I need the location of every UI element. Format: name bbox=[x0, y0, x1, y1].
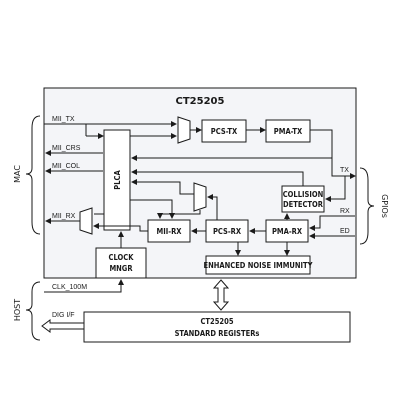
enhanced-noise-immunity-label: ENHANCED NOISE IMMUNITY bbox=[203, 261, 312, 270]
gpios-bracket bbox=[359, 167, 375, 245]
clock-mngr-block bbox=[95, 247, 147, 279]
chip-title: CT25205 bbox=[176, 96, 225, 107]
rx-demux-shape bbox=[193, 182, 207, 212]
dig-if-bus bbox=[41, 319, 85, 333]
collision-detector-label-1: COLLISION bbox=[283, 190, 324, 199]
mac-label: MAC bbox=[13, 165, 22, 183]
clk-100m-label: CLK_100M bbox=[52, 284, 87, 291]
ed-label: ED bbox=[340, 228, 350, 235]
demux-to-miirx bbox=[157, 210, 201, 219]
tx-to-collision bbox=[325, 176, 346, 202]
standard-registers-label-1: CT25205 bbox=[200, 317, 233, 326]
standard-registers-block bbox=[83, 311, 351, 343]
pcs-tx-label: PCS-TX bbox=[211, 127, 238, 136]
clk-100m-line bbox=[44, 279, 124, 293]
pma-tx-block bbox=[265, 119, 311, 143]
enhanced-noise-immunity-block bbox=[205, 255, 311, 275]
gpios-label: GPIOs bbox=[380, 194, 389, 218]
clock-mngr-label-1: CLOCK bbox=[109, 253, 135, 262]
mac-bracket bbox=[25, 115, 41, 235]
host-bracket bbox=[25, 281, 41, 341]
tx-mux-shape bbox=[177, 116, 191, 144]
mii-rx-label: MII-RX bbox=[157, 227, 183, 236]
miirx-to-mux bbox=[93, 223, 148, 232]
pcs-tx-block bbox=[201, 119, 247, 143]
chip-outline bbox=[43, 87, 357, 279]
pcs-rx-label: PCS-RX bbox=[213, 227, 242, 236]
plca-block bbox=[103, 129, 131, 231]
rx-label: RX bbox=[340, 208, 350, 215]
demux-to-plca bbox=[131, 179, 194, 195]
host-label: HOST bbox=[13, 299, 22, 321]
standard-registers-label-2: STANDARD REGISTERs bbox=[175, 329, 260, 338]
rx-pin-line bbox=[309, 215, 355, 231]
mii-rx-mux-shape bbox=[79, 207, 93, 235]
mii-crs-label: MII_CRS bbox=[52, 145, 81, 152]
mii-tx-label: MII_TX bbox=[52, 116, 75, 123]
collision-detector-block bbox=[281, 185, 325, 213]
mii-col-label: MII_COL bbox=[52, 163, 80, 170]
mii-rx-label-sig: MII_RX bbox=[52, 213, 76, 220]
clock-mngr-label-2: MNGR bbox=[109, 264, 133, 273]
pma-tx-label: PMA-TX bbox=[274, 127, 303, 136]
pcsrx-up-to-demux bbox=[207, 194, 218, 220]
collision-to-plca bbox=[131, 169, 304, 186]
bus-chip-registers bbox=[212, 279, 230, 311]
tx-label: TX bbox=[340, 167, 349, 174]
plca-to-miirx bbox=[130, 199, 175, 219]
collision-detector-label-2: DETECTOR bbox=[283, 200, 324, 209]
plca-label: PLCA bbox=[113, 170, 122, 190]
pmatx-to-tx bbox=[310, 129, 356, 179]
dig-if-label: DIG I/F bbox=[52, 312, 75, 319]
pma-rx-label: PMA-RX bbox=[272, 227, 303, 236]
